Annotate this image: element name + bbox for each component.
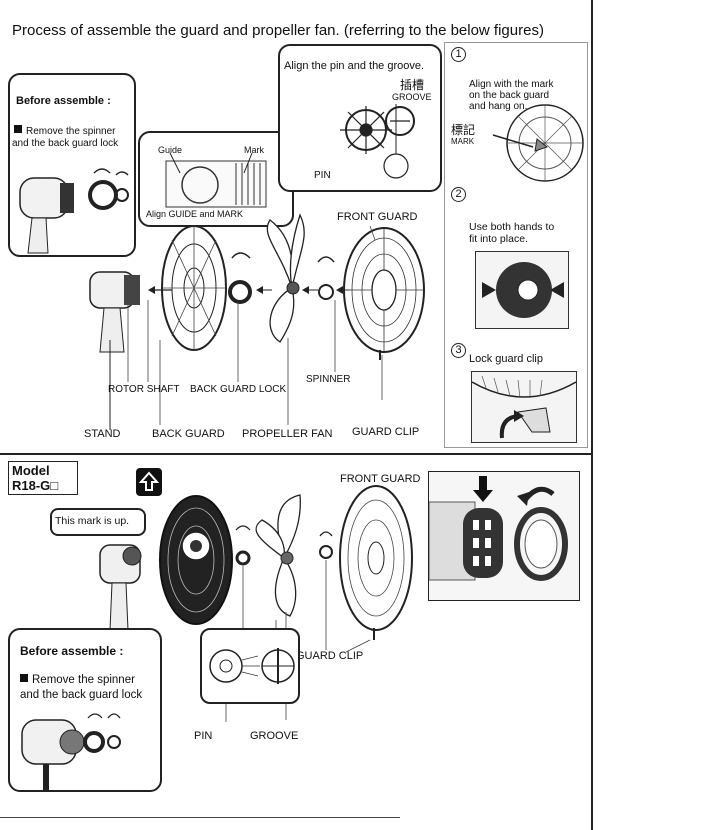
page-title: Process of assemble the guard and propel… [12, 22, 544, 39]
label-back-guard-lock: BACK GUARD LOCK [190, 384, 287, 395]
step-2-sketch-icon [482, 262, 564, 318]
back-guard-photo-icon [429, 476, 568, 581]
back-guard-photo [428, 471, 580, 601]
up-arrow-icon [138, 471, 160, 491]
before-assemble-line2-bottom: and the back guard lock [20, 689, 143, 701]
step-3-number: 3 [451, 343, 470, 358]
step-1-line3: and hang on. [469, 101, 528, 112]
step-2-line1: Use both hands to [469, 221, 555, 233]
guide-label: Guide [158, 145, 183, 155]
step-2-image [475, 251, 569, 329]
step-3-image [471, 371, 577, 443]
label-front-guard-top: FRONT GUARD [337, 211, 418, 223]
step-1-mark: MARK [451, 137, 475, 146]
groove-cjk-label: 插槽 [400, 78, 425, 92]
bullet-square-icon [14, 125, 22, 133]
pin-groove-detail-bottom [200, 628, 300, 704]
before-assemble-line2: and the back guard lock [12, 138, 119, 149]
frame-bottom-line [0, 817, 400, 818]
step-1-line2: on the back guard [469, 90, 550, 101]
label-guard-clip-bottom: GUARD CLIP [296, 650, 364, 662]
step-1-line1: Align with the mark [469, 79, 554, 90]
model-value: R18-G□ [12, 478, 59, 493]
model-box: Model R18-G□ [8, 461, 78, 495]
pin-label: PIN [314, 170, 331, 181]
before-assemble-box-bottom: Before assemble : Remove the spinner and… [8, 628, 162, 792]
label-propeller-fan: PROPELLER FAN [242, 428, 333, 440]
label-spinner: SPINNER [306, 374, 351, 385]
label-guard-clip-top: GUARD CLIP [352, 426, 420, 438]
step-3-sketch-icon [472, 375, 576, 439]
step-2-line2: fit into place. [469, 233, 528, 245]
pin-groove-sketch-icon [340, 104, 415, 179]
steps-panel: 1 Align with the mark on the back guard … [444, 42, 588, 448]
step-1-mark-cjk: 標記 [451, 123, 476, 137]
step-2-number: 2 [451, 187, 470, 202]
pin-groove-callout: Align the pin and the groove. 插槽 GROOVE … [278, 44, 442, 192]
label-rotor-shaft: ROTOR SHAFT [108, 384, 180, 395]
label-pin-bottom: PIN [194, 730, 213, 742]
step-1-number: 1 [451, 47, 470, 62]
before-assemble-box-top: Before assemble : Remove the spinner and… [8, 73, 136, 257]
motor-housing-sketch-icon [19, 168, 129, 254]
mark-up-text: This mark is up. [55, 515, 130, 527]
label-front-guard-bottom: FRONT GUARD [340, 473, 421, 485]
before-assemble-heading-bottom: Before assemble : [20, 644, 124, 658]
step-3-line1: Lock guard clip [469, 353, 543, 365]
mark-up-callout: This mark is up. [50, 508, 146, 536]
before-assemble-line1: Remove the spinner [14, 125, 116, 137]
bullet-square-icon [20, 674, 28, 682]
pin-groove-caption: Align the pin and the groove. [284, 60, 425, 72]
frame-right-line [591, 0, 593, 830]
groove-label: GROOVE [392, 92, 432, 102]
motor-front-sketch-icon [21, 713, 121, 790]
label-groove-bottom: GROOVE [250, 730, 299, 742]
guide-mark-callout: Guide Mark Align GUIDE and MARK [138, 131, 294, 227]
before-assemble-line1-bottom: Remove the spinner [20, 674, 135, 686]
label-stand: STAND [84, 428, 121, 440]
model-label: Model [12, 463, 50, 478]
label-back-guard: BACK GUARD [152, 428, 225, 440]
before-assemble-heading: Before assemble : [16, 95, 111, 107]
mark-label: Mark [244, 145, 264, 155]
section-divider [0, 453, 592, 455]
guide-mark-sketch-icon [165, 152, 267, 208]
guide-mark-caption: Align GUIDE and MARK [146, 209, 244, 219]
pin-groove-detail-icon [209, 648, 295, 684]
up-arrow-badge [136, 468, 162, 496]
step-1-sketch-icon [492, 104, 584, 182]
